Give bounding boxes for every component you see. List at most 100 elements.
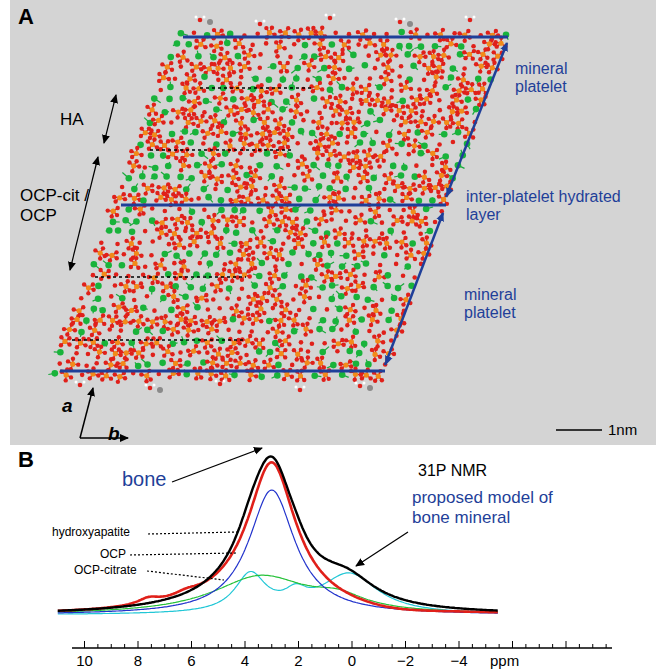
oxygen-atom: [264, 26, 268, 30]
oxygen-atom: [356, 30, 360, 34]
oxygen-atom: [485, 55, 489, 59]
phosphorus-atom: [342, 42, 347, 47]
phosphorus-atom: [216, 66, 221, 71]
oxygen-atom: [340, 48, 344, 52]
oxygen-atom: [203, 45, 207, 49]
oxygen-atom: [478, 57, 482, 61]
calcium-atom: [398, 29, 405, 36]
oxygen-atom: [296, 38, 300, 42]
oxygen-atom: [463, 39, 467, 43]
oxygen-atom: [225, 51, 229, 55]
calcium-atom: [418, 43, 425, 50]
oxygen-atom: [363, 44, 367, 48]
calcium-atom: [174, 40, 181, 47]
oxygen-atom: [383, 52, 387, 56]
oxygen-atom: [292, 42, 297, 47]
oxygen-atom: [219, 47, 223, 51]
oxygen-atom: [471, 56, 475, 60]
calcium-atom: [329, 41, 336, 48]
phosphorus-atom: [165, 64, 170, 69]
oxygen-atom: [452, 31, 457, 36]
phosphorus-atom: [467, 52, 472, 57]
phosphorus-atom: [480, 52, 485, 57]
phosphorus-atom: [417, 54, 422, 59]
oxygen-atom: [192, 30, 197, 35]
oxygen-atom: [457, 31, 461, 35]
phosphorus-atom: [431, 54, 436, 59]
oxygen-atom: [412, 53, 416, 57]
oxygen-atom: [431, 49, 435, 53]
oxygen-atom: [346, 39, 350, 43]
calcium-atom: [210, 54, 217, 61]
oxygen-atom: [347, 46, 351, 50]
calcium-atom: [432, 43, 439, 50]
phosphorus-atom: [367, 41, 372, 46]
oxygen-atom: [282, 46, 286, 50]
oxygen-atom: [274, 40, 278, 44]
phosphorus-atom: [207, 66, 212, 71]
phosphorus-atom: [309, 30, 314, 35]
oxygen-atom: [320, 26, 324, 30]
oxygen-atom: [409, 30, 413, 34]
oxygen-atom: [492, 50, 496, 54]
phosphorus-atom: [495, 54, 500, 59]
oxygen-atom: [212, 62, 216, 66]
oxygen-atom: [270, 26, 274, 30]
phosphorus-atom: [381, 42, 386, 47]
phosphorus-atom: [198, 42, 203, 47]
oxygen-atom: [326, 50, 330, 54]
oxygen-atom: [382, 49, 386, 53]
oxygen-atom: [494, 29, 498, 33]
oxygen-atom: [356, 42, 361, 47]
oxygen-atom: [333, 31, 338, 36]
oxygen-atom: [339, 38, 343, 42]
oxygen-atom: [232, 70, 236, 74]
oxygen-atom: [306, 26, 310, 30]
oxygen-atom: [476, 50, 480, 54]
oxygen-atom: [189, 62, 193, 66]
oxygen-atom: [233, 45, 237, 49]
oxygen-atom: [374, 50, 378, 54]
phosphorus-atom: [237, 41, 242, 46]
phosphorus-atom: [441, 53, 446, 58]
oxygen-atom: [170, 68, 174, 72]
oxygen-atom: [286, 26, 290, 30]
oxygen-atom: [318, 47, 322, 51]
oxygen-atom: [198, 61, 202, 65]
calcium-atom: [301, 53, 308, 60]
oxygen-atom: [390, 48, 394, 52]
oxygen-atom: [366, 53, 371, 58]
oxygen-atom: [176, 53, 180, 57]
phosphorus-atom: [246, 52, 251, 57]
oxygen-atom: [217, 61, 221, 65]
oxygen-atom: [255, 31, 260, 36]
calcium-atom: [302, 42, 309, 49]
oxygen-atom: [288, 55, 293, 60]
oxygen-atom: [160, 62, 164, 66]
oxygen-atom: [433, 31, 437, 35]
oxygen-atom: [190, 68, 194, 72]
phosphorus-atom: [318, 30, 323, 35]
oxygen-atom: [341, 59, 345, 63]
oxygen-atom: [421, 50, 425, 54]
oxygen-atom: [313, 29, 317, 33]
oxygen-atom: [471, 44, 476, 49]
phosphorus-atom: [267, 30, 272, 35]
oxygen-atom: [447, 55, 451, 59]
calcium-atom: [458, 43, 465, 50]
phosphorus-atom: [388, 53, 393, 58]
oxygen-atom: [482, 40, 486, 44]
oxygen-atom: [252, 54, 256, 58]
oxygen-atom: [212, 49, 216, 53]
oxygen-atom: [243, 56, 247, 60]
oxygen-atom: [182, 50, 186, 54]
oxygen-atom: [322, 46, 326, 50]
calcium-atom: [195, 53, 202, 60]
phosphorus-atom: [283, 30, 288, 35]
oxygen-atom: [472, 49, 476, 53]
oxygen-atom: [442, 48, 446, 52]
phosphorus-atom: [378, 52, 383, 57]
oxygen-atom: [242, 50, 246, 54]
calcium-atom: [406, 43, 413, 50]
oxygen-atom: [438, 38, 442, 42]
